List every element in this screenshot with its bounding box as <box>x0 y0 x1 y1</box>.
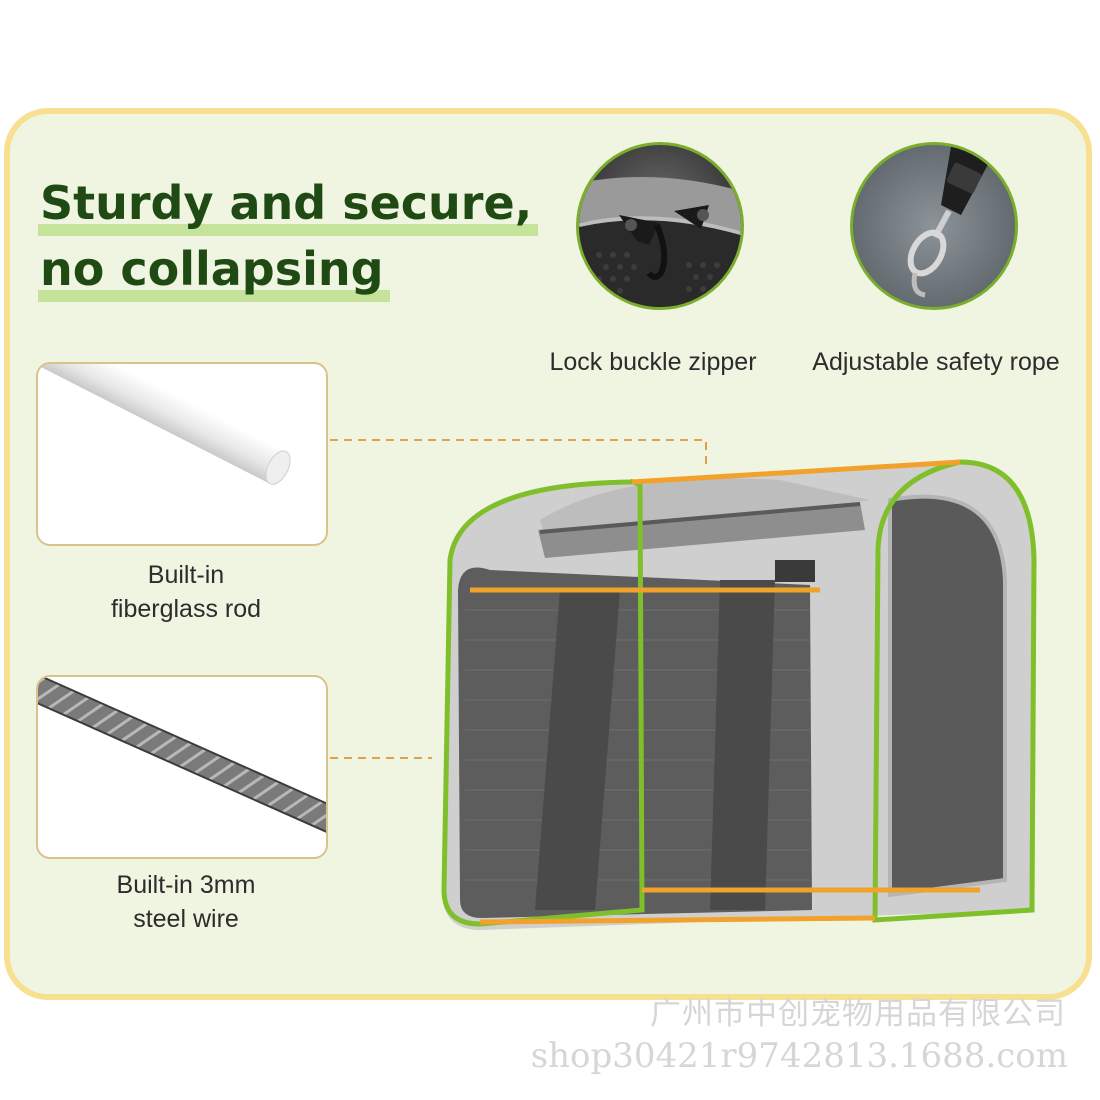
steel-wire-caption: Built-in 3mm steel wire <box>36 868 336 936</box>
safety-rope-detail-image <box>850 142 1018 310</box>
headline-line-2: no collapsing <box>38 236 390 302</box>
zipper-caption: Lock buckle zipper <box>549 348 757 376</box>
zipper-detail-image <box>576 142 744 310</box>
rod-caption-line-1: Built-in <box>147 561 225 589</box>
wire-caption-line-2: steel wire <box>133 905 239 933</box>
rod-caption-line-2: fiberglass rod <box>110 595 262 623</box>
shop-url-watermark: shop30421r9742813.1688.com <box>530 1036 1068 1076</box>
headline: Sturdy and secure, no collapsing <box>38 170 539 302</box>
fiberglass-rod-card <box>36 362 328 546</box>
wire-caption-line-1: Built-in 3mm <box>116 871 256 899</box>
company-watermark: 广州市中创宠物用品有限公司 <box>650 996 1066 1032</box>
fiberglass-rod-caption: Built-in fiberglass rod <box>36 558 336 626</box>
pet-carrier-image <box>441 459 1037 930</box>
steel-wire-card <box>36 675 328 859</box>
headline-line-1: Sturdy and secure, <box>38 170 539 236</box>
rope-caption: Adjustable safety rope <box>812 348 1060 376</box>
